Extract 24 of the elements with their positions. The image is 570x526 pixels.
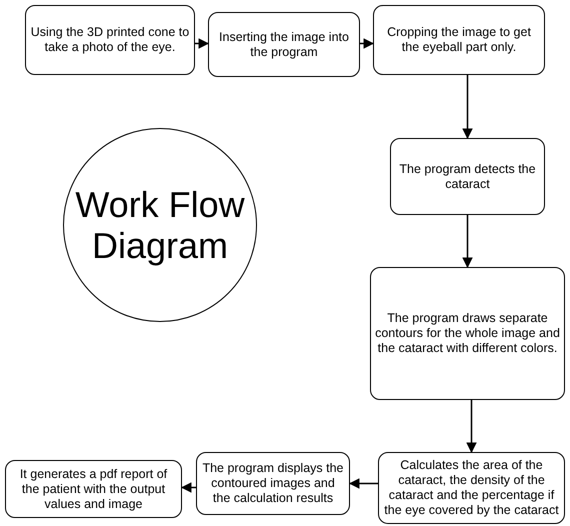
process-box [196, 452, 350, 515]
step-text: Cropping the image to get the eyeball part only. [386, 25, 532, 55]
process-box [208, 12, 360, 77]
process-box [370, 267, 565, 400]
step-text: Calculates the area of the cataract, the density of the cataract and the percentage if the eye covered by the cataract [383, 458, 560, 518]
step-text: Inserting the image into the program [218, 30, 350, 60]
process-box [378, 452, 565, 524]
arrow [462, 215, 473, 268]
process-box [25, 5, 195, 75]
arrow [195, 38, 210, 49]
arrow [462, 75, 473, 140]
process-box [373, 5, 545, 75]
arrow [360, 38, 374, 49]
step-text: The program draws separate contours for the whole image and the cataract with different colors. [375, 311, 560, 356]
step-text: It generates a pdf report of the patient with the output values and image [18, 466, 168, 512]
process-box [5, 460, 182, 518]
step-text: The program displays the contoured images and the calculation results [201, 461, 345, 506]
step-text: Using the 3D printed cone to take a photo of the eye. [30, 25, 190, 55]
arrow [180, 482, 196, 493]
node-label: Work Flow Diagram [74, 184, 246, 266]
process-box [390, 138, 545, 215]
arrow [348, 478, 378, 489]
arrow [466, 400, 477, 454]
step-text: The program detects the cataract [398, 162, 537, 192]
